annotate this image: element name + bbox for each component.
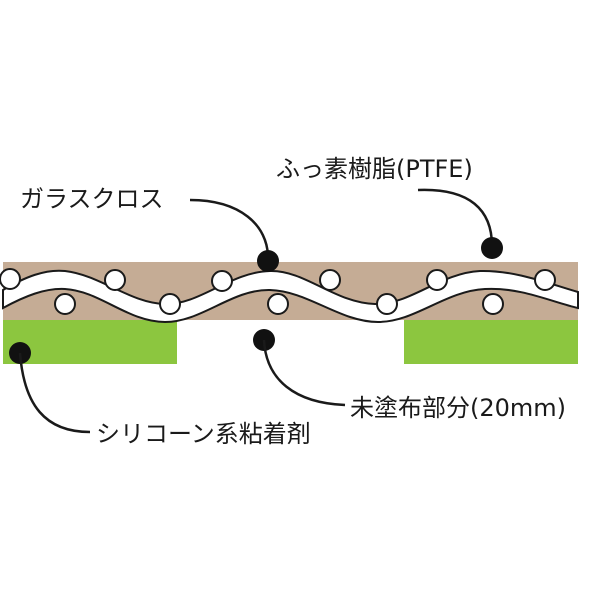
fiber-circles-top bbox=[0, 268, 556, 292]
fiber-circle bbox=[534, 269, 556, 291]
fiber-circle bbox=[54, 293, 76, 315]
fiber-circle bbox=[426, 269, 448, 291]
fiber-circle bbox=[211, 270, 233, 292]
fiber-circle bbox=[267, 293, 289, 315]
fiber-circle bbox=[104, 269, 126, 291]
label-ptfe: ふっ素樹脂(PTFE) bbox=[276, 155, 473, 183]
leader-line-adhesive bbox=[18, 352, 91, 434]
adhesive-block-left bbox=[3, 320, 177, 364]
label-silicone-adhesive: シリコーン系粘着剤 bbox=[96, 420, 311, 448]
leader-line-ptfe bbox=[417, 188, 494, 247]
fiber-circle bbox=[159, 293, 181, 315]
fiber-circle bbox=[376, 293, 398, 315]
label-uncoated: 未塗布部分(20mm) bbox=[350, 394, 566, 422]
marker-dot-glass-cloth bbox=[257, 250, 279, 272]
fiber-circle bbox=[0, 268, 21, 290]
leader-line-glass-cloth bbox=[189, 198, 270, 259]
fiber-circle bbox=[319, 269, 341, 291]
adhesive-block-right bbox=[404, 320, 578, 364]
fiber-circle bbox=[482, 293, 504, 315]
marker-dot-ptfe bbox=[481, 237, 503, 259]
label-glass-cloth: ガラスクロス bbox=[20, 185, 164, 213]
leader-line-uncoated bbox=[262, 339, 346, 407]
fiber-circles-bottom bbox=[54, 293, 504, 315]
